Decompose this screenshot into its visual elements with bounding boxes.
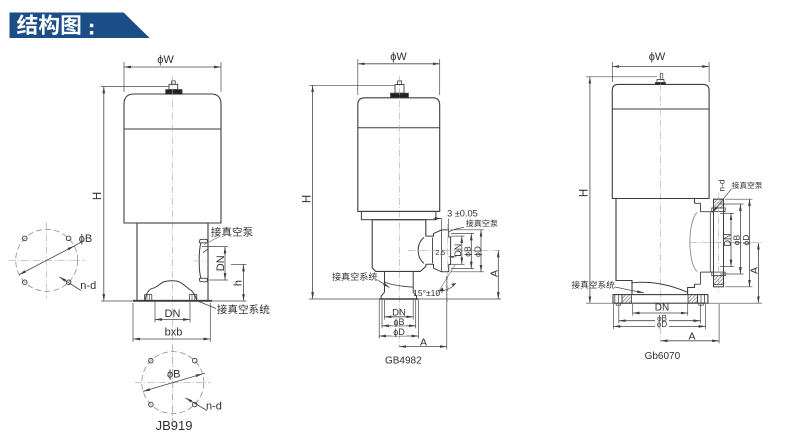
svg-text:ϕD: ϕD xyxy=(472,246,482,257)
svg-text:H: H xyxy=(92,192,104,200)
svg-text:ϕW: ϕW xyxy=(649,51,666,63)
svg-text:ϕB: ϕB xyxy=(393,317,404,327)
svg-text:ϕD: ϕD xyxy=(741,235,751,246)
svg-text:GB4982: GB4982 xyxy=(385,356,422,367)
svg-text:15°±10°: 15°±10° xyxy=(413,288,443,298)
svg-text:n-d: n-d xyxy=(80,280,96,292)
svg-text:Gb6070: Gb6070 xyxy=(645,351,681,362)
svg-text:H: H xyxy=(579,189,591,197)
svg-text:A: A xyxy=(489,270,501,277)
svg-text:ϕB: ϕB xyxy=(167,369,181,381)
svg-text:2.5: 2.5 xyxy=(435,250,445,257)
svg-text:n-d: n-d xyxy=(206,401,222,413)
svg-text:3 ±0.05: 3 ±0.05 xyxy=(447,209,478,219)
svg-text:DN: DN xyxy=(165,308,181,320)
svg-text:ϕD: ϕD xyxy=(393,327,405,337)
svg-text:DN: DN xyxy=(392,307,406,318)
svg-text:ϕB: ϕB xyxy=(732,234,742,245)
svg-text:bxb: bxb xyxy=(165,327,183,339)
svg-text:ϕD: ϕD xyxy=(657,320,667,329)
svg-text:ϕW: ϕW xyxy=(157,54,174,66)
svg-text:DN: DN xyxy=(453,244,463,257)
svg-text:A: A xyxy=(749,267,761,274)
svg-text:h: h xyxy=(233,280,245,286)
svg-text:ϕW: ϕW xyxy=(390,51,407,63)
svg-text:DN: DN xyxy=(215,255,227,271)
svg-text:ϕB: ϕB xyxy=(657,314,667,323)
svg-text:DN: DN xyxy=(655,303,669,314)
svg-text:A: A xyxy=(688,331,695,343)
svg-text:ϕB: ϕB xyxy=(463,246,473,257)
svg-text:JB919: JB919 xyxy=(156,418,193,433)
svg-text:ϕB: ϕB xyxy=(79,233,93,245)
svg-text:DN: DN xyxy=(722,234,732,247)
svg-text:A: A xyxy=(420,337,427,349)
svg-text:H: H xyxy=(301,195,313,203)
svg-text:n-d: n-d xyxy=(716,179,726,192)
